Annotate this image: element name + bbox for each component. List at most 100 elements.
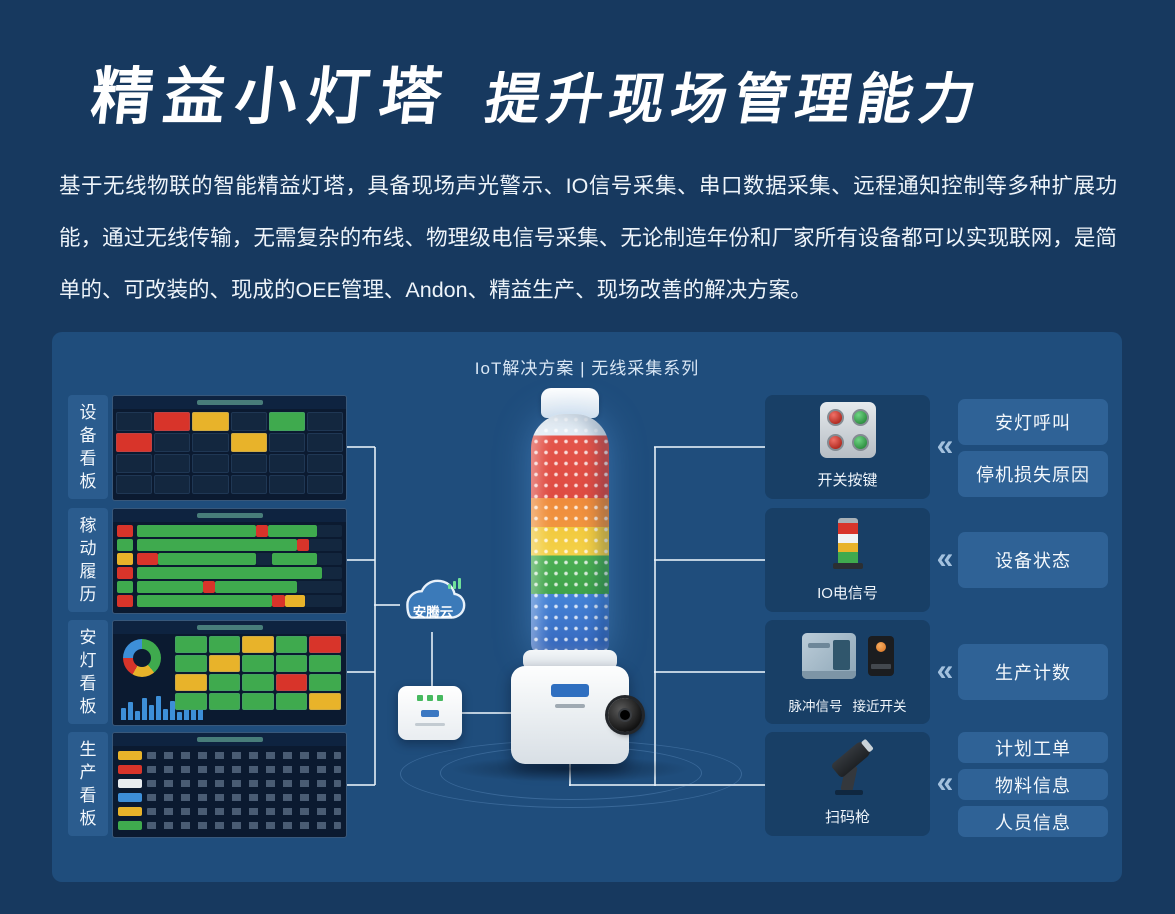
- left-arrow-icon: «: [936, 542, 954, 575]
- status-cell: [306, 412, 343, 431]
- status-cell: [137, 539, 297, 551]
- screenshot-header: [113, 396, 346, 409]
- dashboard-tab-history: 稼动履历: [68, 508, 108, 612]
- status-cell: [154, 412, 191, 431]
- status-cell: [275, 636, 308, 653]
- status-cell: [306, 433, 343, 452]
- status-cell: [317, 553, 342, 565]
- dashboard-tab-label: 安灯看板: [79, 628, 97, 716]
- status-cell: [156, 696, 161, 720]
- connector-line: [374, 447, 376, 785]
- status-cell: [284, 595, 306, 607]
- status-cell: [154, 454, 191, 473]
- status-cell: [214, 581, 297, 593]
- dashboard-screenshot-equipment: [112, 395, 347, 501]
- gateway-device: [398, 686, 462, 740]
- output-box-andon-call: 安灯呼叫: [958, 399, 1108, 445]
- status-cell: [309, 539, 342, 551]
- status-cell: [117, 581, 133, 593]
- barcode-scanner-icon: [815, 738, 881, 796]
- output-box-plan-order: 计划工单: [958, 732, 1108, 763]
- gateway-led-icons: [398, 695, 462, 701]
- status-cell: [230, 412, 267, 431]
- andon-tower-light: [531, 414, 609, 654]
- title-sub: 提升现场管理能力: [480, 68, 988, 130]
- connector-line: [654, 559, 766, 561]
- device-labels: 脉冲信号 接近开关: [789, 695, 907, 715]
- status-cell: [230, 475, 267, 494]
- status-cell: [117, 525, 133, 537]
- device-label: 接近开关: [852, 699, 907, 714]
- connector-line: [345, 446, 375, 448]
- status-cell: [147, 780, 341, 787]
- diagram-title: IoT解决方案 | 无线采集系列: [474, 359, 700, 378]
- output-box-personnel-info: 人员信息: [958, 806, 1108, 837]
- tower-cap: [541, 388, 599, 418]
- status-cell: [305, 595, 342, 607]
- status-cell: [154, 475, 191, 494]
- status-cell: [117, 595, 133, 607]
- cloud-label: 安腾云: [412, 605, 454, 620]
- status-cell: [272, 595, 285, 607]
- title-main: 精益小灯塔: [87, 63, 455, 132]
- connector-line: [462, 712, 512, 714]
- status-cell: [242, 655, 274, 672]
- dashboard-screenshot-history: [112, 508, 347, 614]
- buzzer-knob: [608, 698, 642, 732]
- status-cell: [128, 702, 133, 720]
- status-cell: [309, 674, 341, 691]
- status-cell: [117, 567, 133, 579]
- status-cell: [198, 707, 203, 720]
- status-cell: [118, 820, 341, 831]
- device-icon-area: [765, 732, 930, 802]
- status-cell: [255, 553, 273, 565]
- status-grid: [116, 412, 343, 494]
- status-cell: [272, 553, 318, 565]
- status-cell: [137, 567, 342, 579]
- red-button: [826, 434, 844, 451]
- status-cell: [137, 553, 158, 565]
- status-cell: [147, 766, 341, 773]
- cloud-icon: [406, 579, 466, 619]
- status-cell: [208, 674, 241, 691]
- timeline-rows: [137, 525, 342, 607]
- switch-buttons-icon: [819, 402, 876, 458]
- status-cell: [296, 539, 310, 551]
- status-cell: [137, 525, 256, 537]
- status-cell: [192, 412, 229, 431]
- status-cell: [275, 693, 308, 710]
- status-cell: [242, 674, 274, 691]
- device-label: 扫码枪: [824, 809, 870, 826]
- table-rows: [118, 750, 341, 831]
- status-cell: [175, 636, 207, 653]
- status-cell: [268, 412, 305, 431]
- device-icon-area: [765, 620, 930, 691]
- status-cell: [242, 636, 274, 653]
- status-cell: [208, 636, 241, 653]
- status-cell: [175, 693, 207, 710]
- proximity-sensor-icon: [867, 635, 894, 676]
- device-label: 开关按键: [817, 472, 878, 489]
- machine-icon: [801, 632, 856, 679]
- status-cell: [208, 693, 241, 710]
- status-cell: [268, 433, 305, 452]
- screenshot-header: [113, 509, 346, 522]
- status-cell: [192, 475, 229, 494]
- pie-chart: [123, 639, 161, 677]
- status-cell: [170, 701, 175, 720]
- status-cell: [275, 655, 308, 672]
- intro-paragraph: 基于无线物联的智能精益灯塔，具备现场声光警示、IO信号采集、串口数据采集、远程通…: [59, 174, 1117, 302]
- status-cell: [309, 693, 341, 710]
- device-box-counters: 脉冲信号 接近开关: [765, 620, 930, 724]
- output-box-production-count: 生产计数: [958, 644, 1108, 700]
- status-cell: [137, 581, 342, 593]
- device-icon-area: [765, 395, 930, 465]
- status-cell: [147, 822, 341, 829]
- status-cell: [154, 433, 191, 452]
- status-cell: [116, 433, 153, 452]
- status-cell: [118, 792, 341, 803]
- status-cell: [268, 475, 305, 494]
- status-cell: [149, 705, 154, 720]
- device-box-scanner: 扫码枪: [765, 732, 930, 836]
